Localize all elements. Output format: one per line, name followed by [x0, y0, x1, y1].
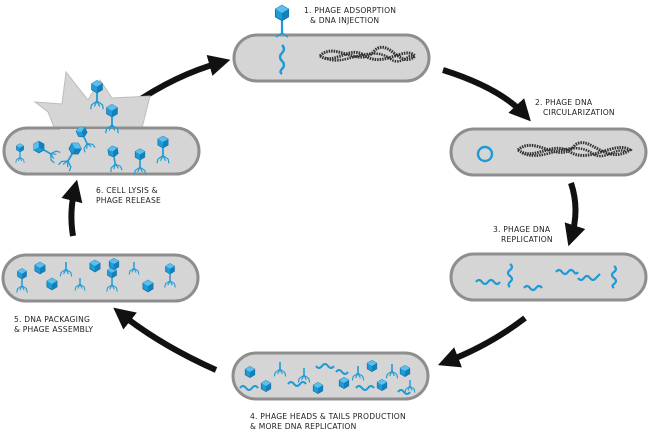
arrow-3-to-4 [437, 315, 527, 368]
host-chromosome-1 [317, 46, 418, 63]
circular-phage-dna [476, 145, 494, 163]
step-3-line-2: replication [501, 234, 553, 244]
cell-step-1 [232, 4, 431, 83]
step-4-line-1: 4. Phage heads & tails production [250, 412, 406, 421]
step-3-line-1: 3. Phage DNA [493, 225, 551, 234]
step-label-4: 4. Phage heads & tails production & more… [250, 412, 406, 431]
arrow-2-to-3 [564, 182, 586, 247]
step-label-1: 1. Phage adsorption & DNA injection [304, 6, 396, 25]
cell-step-5 [1, 253, 200, 303]
cell-step-2 [449, 127, 648, 177]
bacterium-2 [449, 127, 648, 177]
step-4-line-2: & more DNA replication [250, 421, 357, 431]
cell-step-3 [449, 252, 648, 302]
replicated-dna-strands [475, 263, 618, 292]
step-6-line-2: phage release [96, 195, 161, 205]
step-2-line-1: 2. Phage DNA [535, 98, 593, 107]
adsorbing-phage [274, 4, 290, 38]
bacterium-6 [2, 126, 201, 176]
bacterium-5 [1, 253, 200, 303]
step-label-5: 5. DNA packaging & phage assembly [14, 315, 93, 334]
step-2-line-2: circularization [543, 107, 615, 117]
step-label-6: 6. Cell lysis & phage release [96, 186, 161, 205]
step-label-3: 3. Phage DNA replication [493, 225, 553, 244]
cell-step-4 [231, 351, 430, 401]
step-label-2: 2. Phage DNA circularization [535, 98, 615, 117]
step-5-line-1: 5. DNA packaging [14, 315, 91, 324]
arrow-4-to-5 [113, 307, 218, 373]
arrow-1-to-2 [442, 67, 531, 122]
free-dna-strands [239, 363, 411, 395]
host-chromosome-2 [515, 141, 633, 158]
cell-step-6 [2, 70, 201, 176]
bacterium-3 [449, 252, 648, 302]
step-6-line-1: 6. Cell lysis & [96, 186, 158, 195]
step-1-line-1: 1. Phage adsorption [304, 6, 397, 15]
arrow-5-to-6 [61, 179, 83, 237]
step-1-line-2: & DNA injection [310, 15, 380, 25]
step-5-line-2: & phage assembly [14, 324, 94, 334]
injected-dna [278, 44, 286, 75]
